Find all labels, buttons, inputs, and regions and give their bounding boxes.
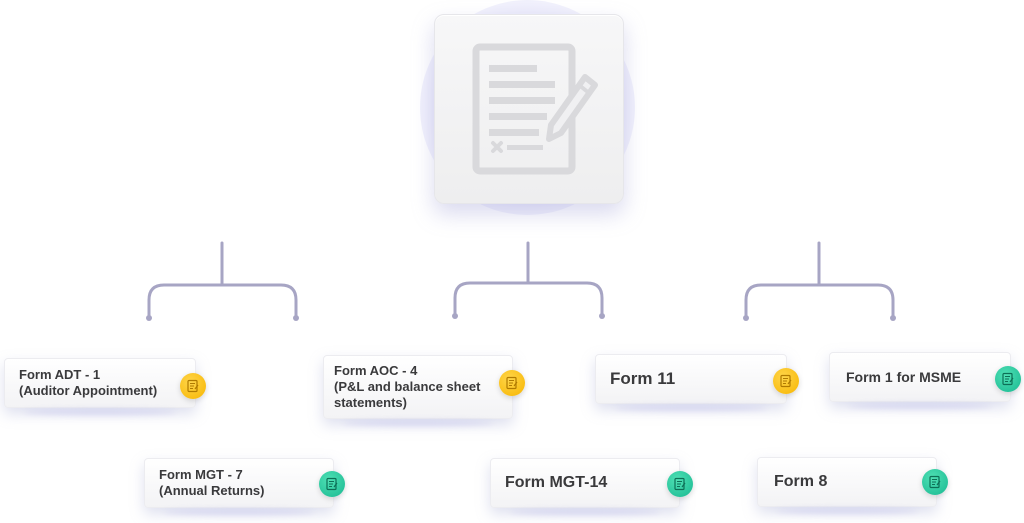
form-badge-icon bbox=[773, 368, 799, 394]
form-label: Form 8 bbox=[774, 473, 828, 490]
connector-dot bbox=[599, 313, 605, 319]
connector-dot bbox=[743, 315, 749, 321]
root-document-card bbox=[434, 14, 624, 204]
form-11-card[interactable]: Form 11 bbox=[595, 354, 787, 411]
form-aoc-4-card[interactable]: Form AOC - 4 (P&L and balance sheet stat… bbox=[323, 355, 513, 426]
form-badge-icon bbox=[995, 366, 1021, 392]
form-label: Form 1 for MSME bbox=[846, 369, 962, 385]
connector-left bbox=[147, 241, 298, 320]
form-label: Form MGT - 7 (Annual Returns) bbox=[159, 467, 265, 498]
document-edit-icon bbox=[472, 43, 598, 175]
form-badge-icon bbox=[922, 469, 948, 495]
form-label: Form ADT - 1 (Auditor Appointment) bbox=[19, 367, 158, 398]
form-1-msme-card[interactable]: Form 1 for MSME bbox=[829, 352, 1011, 409]
connector-dot bbox=[293, 315, 299, 321]
form-adt-1-card[interactable]: Form ADT - 1 (Auditor Appointment) bbox=[4, 358, 196, 415]
form-mgt-14-card[interactable]: Form MGT-14 bbox=[490, 458, 680, 515]
connector-center bbox=[453, 241, 604, 318]
connector-dot bbox=[146, 315, 152, 321]
form-badge-icon bbox=[180, 373, 206, 399]
form-label: Form MGT-14 bbox=[505, 474, 608, 491]
connector-dot bbox=[452, 313, 458, 319]
connector-dot bbox=[890, 315, 896, 321]
form-mgt-7-card[interactable]: Form MGT - 7 (Annual Returns) bbox=[144, 458, 334, 515]
form-badge-icon bbox=[499, 370, 525, 396]
connector-right bbox=[744, 241, 895, 320]
form-label: Form AOC - 4 (P&L and balance sheet stat… bbox=[334, 363, 481, 410]
form-8-card[interactable]: Form 8 bbox=[757, 457, 937, 514]
form-label: Form 11 bbox=[610, 369, 676, 388]
form-badge-icon bbox=[319, 471, 345, 497]
form-badge-icon bbox=[667, 471, 693, 497]
